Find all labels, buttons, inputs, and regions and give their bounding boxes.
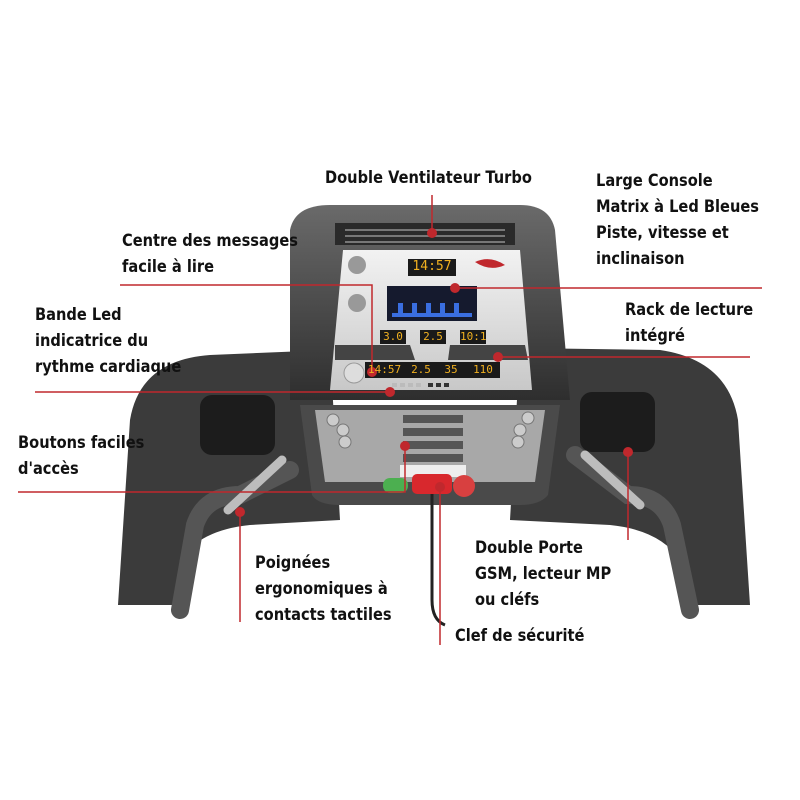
start-button <box>383 478 408 493</box>
label-fan: Double Ventilateur Turbo <box>325 168 532 188</box>
safety-key <box>412 474 452 494</box>
stop-button <box>453 475 475 497</box>
row-distance: 35 <box>444 363 458 376</box>
row-time: 14:57 <box>368 363 402 376</box>
program-display: 10:1 <box>460 330 487 344</box>
right-arm <box>510 348 750 605</box>
callout-dots <box>235 228 633 517</box>
row-heart-rate: 110 <box>473 363 493 376</box>
left-arm <box>118 350 340 605</box>
leader-lines <box>18 195 762 645</box>
time-display: 14:57 <box>408 259 456 276</box>
speed-display: 2.5 <box>420 330 446 344</box>
label-key: Clef de sécurité <box>455 626 585 646</box>
row-speed: 2.5 <box>411 363 431 376</box>
incline-display: 3.0 <box>380 330 406 344</box>
